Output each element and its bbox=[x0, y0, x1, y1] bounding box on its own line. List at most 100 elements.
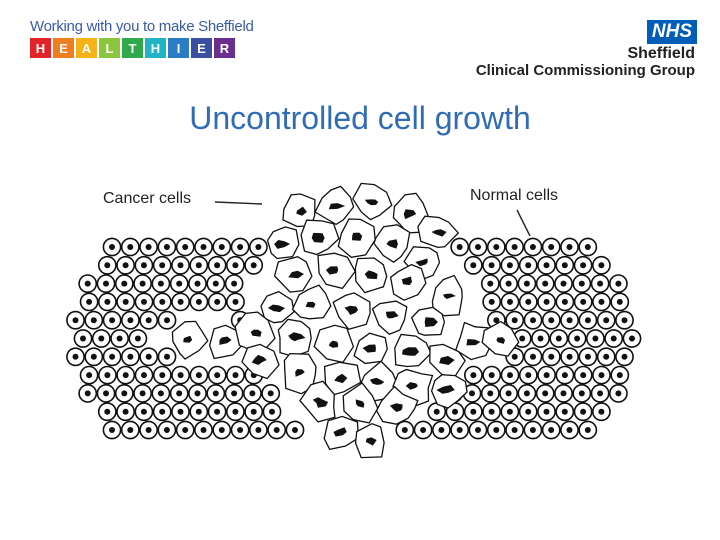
healthier-tile: E bbox=[53, 38, 74, 58]
normal-cell-nucleus bbox=[621, 317, 628, 324]
healthier-tile: H bbox=[30, 38, 51, 58]
normal-cell-nucleus bbox=[109, 427, 115, 433]
normal-cell-nucleus bbox=[176, 390, 183, 397]
normal-cell-nucleus bbox=[580, 372, 587, 379]
cancer-cell-nucleus bbox=[364, 199, 379, 206]
tagline: Working with you to make Sheffield bbox=[30, 18, 254, 35]
normal-cell-nucleus bbox=[122, 298, 129, 305]
cancer-cell-nucleus bbox=[334, 373, 348, 384]
normal-cell-nucleus bbox=[598, 298, 605, 305]
normal-cell-nucleus bbox=[487, 390, 494, 397]
normal-cells-group bbox=[66, 237, 642, 440]
healthier-tile: A bbox=[76, 38, 97, 58]
normal-cell-nucleus bbox=[164, 317, 170, 324]
cancer-cell-nucleus bbox=[296, 206, 307, 216]
normal-cell-nucleus bbox=[580, 408, 587, 415]
normal-cell-nucleus bbox=[615, 280, 622, 287]
cancer-cell-nucleus bbox=[325, 266, 339, 275]
normal-cell-nucleus bbox=[523, 280, 530, 287]
cancer-cell-nucleus bbox=[328, 203, 346, 210]
org-name: Clinical Commissioning Group bbox=[475, 62, 695, 79]
normal-cell-nucleus bbox=[134, 335, 141, 342]
normal-cell-nucleus bbox=[231, 280, 238, 287]
normal-cell-nucleus bbox=[159, 298, 166, 305]
normal-cell-nucleus bbox=[529, 427, 536, 433]
cancer-cell-nucleus bbox=[251, 354, 267, 365]
normal-cell-nucleus bbox=[103, 390, 109, 397]
normal-cell-nucleus bbox=[629, 335, 635, 342]
normal-cell-nucleus bbox=[90, 317, 97, 324]
normal-cell-nucleus bbox=[566, 317, 573, 324]
cancer-cell-nucleus bbox=[365, 437, 377, 446]
normal-cell-nucleus bbox=[592, 335, 599, 342]
normal-cell-nucleus bbox=[548, 244, 555, 250]
normal-cell-nucleus bbox=[470, 262, 477, 269]
normal-cell-nucleus bbox=[195, 298, 202, 305]
normal-cell-nucleus bbox=[548, 353, 555, 360]
normal-cell-nucleus bbox=[122, 408, 129, 415]
normal-cell-nucleus bbox=[145, 244, 152, 250]
cancer-cell-nucleus bbox=[355, 399, 365, 408]
healthier-tile: R bbox=[214, 38, 235, 58]
cancer-cell-nucleus bbox=[311, 232, 325, 243]
normal-cell-nucleus bbox=[218, 244, 225, 250]
normal-cell-nucleus bbox=[249, 390, 256, 397]
normal-cell-nucleus bbox=[163, 427, 170, 433]
normal-cell-nucleus bbox=[543, 262, 550, 269]
normal-cell-nucleus bbox=[232, 262, 239, 269]
normal-cell-nucleus bbox=[177, 262, 184, 269]
normal-cell-nucleus bbox=[255, 427, 262, 433]
normal-cell-nucleus bbox=[139, 390, 146, 397]
normal-cell-nucleus bbox=[182, 244, 189, 250]
normal-cell-nucleus bbox=[212, 280, 219, 287]
normal-cell-nucleus bbox=[139, 280, 146, 287]
cancer-cell-nucleus bbox=[305, 301, 316, 308]
normal-cell-nucleus bbox=[122, 262, 129, 269]
normal-cell-nucleus bbox=[555, 335, 562, 342]
normal-cell-nucleus bbox=[164, 353, 170, 360]
normal-cell-nucleus bbox=[72, 317, 79, 324]
normal-cell-nucleus bbox=[561, 262, 568, 269]
normal-cell-nucleus bbox=[163, 244, 170, 250]
normal-cell-nucleus bbox=[145, 427, 152, 433]
normal-label-pointer bbox=[516, 209, 531, 237]
normal-cell-nucleus bbox=[116, 335, 123, 342]
normal-cell-nucleus bbox=[104, 298, 111, 305]
normal-cell-nucleus bbox=[182, 427, 189, 433]
normal-cell-nucleus bbox=[127, 244, 134, 250]
normal-cell-nucleus bbox=[194, 280, 201, 287]
normal-cell-nucleus bbox=[433, 408, 440, 415]
normal-cell-nucleus bbox=[90, 353, 97, 360]
cancer-cell-nucleus bbox=[436, 385, 455, 394]
normal-cell-nucleus bbox=[214, 298, 221, 305]
cancer-cell-nucleus bbox=[386, 239, 398, 249]
normal-cell-nucleus bbox=[401, 427, 408, 433]
normal-cell-nucleus bbox=[200, 244, 207, 250]
normal-cell-nucleus bbox=[475, 244, 481, 250]
normal-cell-nucleus bbox=[104, 262, 111, 269]
normal-cell-nucleus bbox=[603, 317, 610, 324]
cancer-cell-nucleus bbox=[250, 329, 262, 337]
normal-cell-nucleus bbox=[542, 390, 549, 397]
normal-cell-nucleus bbox=[597, 390, 604, 397]
cancer-cell-nucleus bbox=[362, 344, 376, 353]
cancer-cell-nucleus bbox=[431, 229, 447, 237]
normal-cell-nucleus bbox=[145, 317, 152, 324]
cancer-cell-nucleus bbox=[402, 347, 420, 356]
normal-cell-nucleus bbox=[232, 298, 239, 305]
normal-cell-nucleus bbox=[597, 280, 604, 287]
normal-cell-nucleus bbox=[157, 280, 164, 287]
normal-cell-nucleus bbox=[140, 262, 147, 269]
normal-cell-nucleus bbox=[195, 372, 202, 379]
normal-cell-nucleus bbox=[420, 427, 427, 433]
normal-cell-nucleus bbox=[267, 390, 274, 397]
cancer-label-pointer bbox=[214, 201, 263, 205]
normal-cell-nucleus bbox=[86, 372, 93, 379]
normal-cell-nucleus bbox=[525, 298, 532, 305]
normal-cell-nucleus bbox=[103, 280, 109, 287]
normal-cell-nucleus bbox=[574, 335, 581, 342]
normal-cells-label: Normal cells bbox=[470, 187, 558, 204]
normal-cell-nucleus bbox=[506, 408, 513, 415]
